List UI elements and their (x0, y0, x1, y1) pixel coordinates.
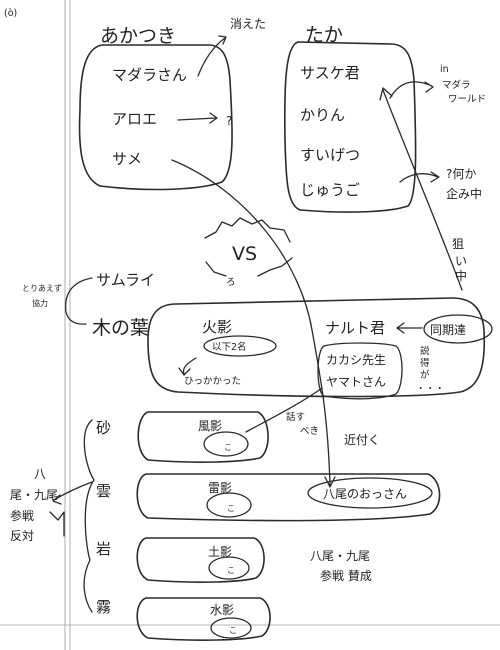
taka-title: たか (305, 24, 343, 46)
village-kiri: 霧 (96, 598, 111, 616)
kumo-outline (136, 473, 441, 522)
aloe-question: ? (226, 114, 232, 128)
village-brace (83, 419, 95, 613)
taka-member-jugo: じゅうご (300, 181, 360, 199)
peers-arrow (396, 322, 423, 334)
oppose-2: 尾・九尾 (10, 488, 58, 502)
hachibi-bubble (307, 477, 433, 509)
peers-label: 同期達 (430, 323, 466, 337)
persuade-3: が (420, 369, 430, 381)
plot-note-line1: ?何か (446, 167, 476, 181)
samurai-label: サムライ (96, 271, 155, 289)
corner-mark: (ò) (4, 8, 17, 19)
kiri-outline (136, 597, 271, 641)
oppose-arrow (52, 481, 93, 505)
tsuchikage-sub: こ (227, 566, 235, 575)
raikage-sub: こ (227, 504, 235, 513)
oppose-bracket (49, 511, 65, 537)
plot-arrow (399, 171, 440, 183)
village-kumo: 雲 (96, 482, 111, 500)
akatsuki-member-madara: マダラさん (112, 66, 187, 84)
naruto-label: ナルト君 (325, 319, 385, 337)
iwa-outline (136, 537, 265, 583)
approve-line-2: 参戦 賛成 (320, 568, 372, 583)
hokage-caught-arrow (178, 357, 197, 376)
same-approach-arrow (171, 159, 336, 488)
tsuchikage-bubble (208, 556, 250, 580)
peers-bubble (423, 314, 493, 344)
oppose-6: 対 (22, 529, 34, 543)
suna-outline (137, 411, 269, 463)
wind-note-1: 話す (286, 411, 305, 423)
approaching-label: 近付く (344, 433, 380, 447)
persuade-2: 得 (420, 357, 430, 369)
kazekage-sub: こ (224, 443, 232, 452)
hokage-escort: 以下2名 (212, 341, 247, 353)
vs-burst (204, 217, 293, 277)
konoha-outline (147, 297, 486, 398)
village-suna: 砂 (96, 419, 111, 437)
sasuke-note-madara: マダラ (442, 79, 471, 91)
wind-to-naruto-line (245, 387, 323, 433)
hokage-caught: ひっかかった (184, 376, 241, 387)
oppose-1: 八 (34, 467, 46, 481)
vanished-note: 消えた (230, 17, 266, 31)
kazekage-label: 風影 (198, 419, 222, 433)
sasuke-world-arrow (389, 81, 434, 99)
akatsuki-group-outline (78, 44, 233, 191)
hokage-escort-bubble (203, 335, 277, 357)
samurai-note-2: 協力 (32, 298, 48, 308)
raikage-label: 雷影 (208, 481, 232, 495)
target-note-3: 中 (455, 268, 467, 283)
kakashi-yamato-box (317, 342, 403, 400)
taka-member-suigetsu: すいげつ (300, 146, 360, 164)
tsuchikage-label: 土影 (208, 545, 232, 559)
yamato-label: ヤマトさん (326, 375, 386, 389)
mizukage-label: 水影 (210, 603, 234, 617)
mizukage-bubble (210, 617, 252, 639)
persuade-1: 説 (420, 345, 430, 357)
plot-note-line2: 企み中 (446, 186, 482, 201)
konoha-label: 木の葉 (92, 317, 149, 339)
vanished-arrow (197, 35, 227, 77)
persuade-4: ・・・ (416, 384, 445, 395)
kazekage-bubble (203, 431, 249, 457)
versus-label: VS (232, 243, 257, 265)
hokage-label: 火影 (202, 318, 232, 336)
oppose-4: 戦 (22, 509, 34, 523)
wind-note-2: べき (300, 426, 319, 437)
akatsuki-title: あかつき (100, 25, 176, 47)
mizukage-sub: こ (229, 626, 237, 635)
sasuke-note-world: ワールド (448, 94, 486, 105)
oppose-3: 参 (10, 508, 22, 523)
hachibi-label: 八尾のおっさん (323, 487, 407, 501)
raikage-bubble (206, 492, 252, 518)
target-note-1: 狙 (452, 237, 464, 251)
target-arrow (379, 87, 463, 291)
oppose-5: 反 (10, 529, 22, 543)
vs-squiggle: ろ (226, 277, 236, 288)
akatsuki-member-same: サメ (112, 150, 142, 168)
kakashi-label: カカシ先生 (326, 353, 386, 367)
taka-member-sasuke: サスケ君 (300, 64, 360, 82)
samurai-note-1: とりあえず (22, 283, 62, 293)
target-note-2: い (455, 254, 467, 268)
aloe-arrow (177, 112, 218, 124)
village-iwa: 岩 (96, 540, 111, 558)
akatsuki-member-aloe: アロエ (112, 110, 157, 128)
sasuke-note-in: in (440, 64, 449, 75)
approve-line-1: 八尾・九尾 (310, 549, 370, 563)
samurai-bracket (64, 277, 93, 325)
taka-group-outline (283, 41, 417, 213)
taka-member-karin: かりん (300, 106, 345, 124)
